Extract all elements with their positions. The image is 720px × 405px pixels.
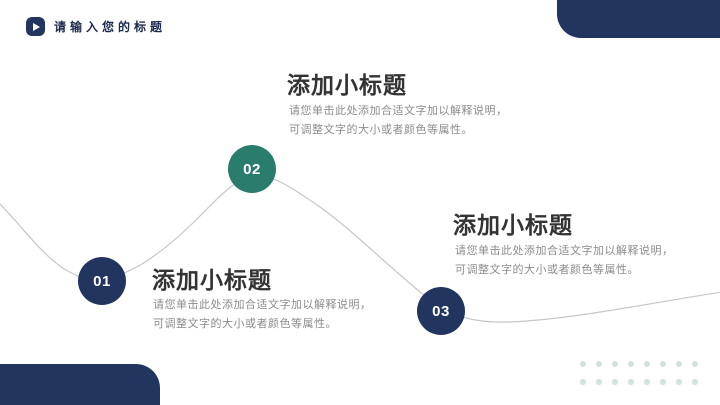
dot <box>612 379 618 385</box>
step-2-desc-line2: 可调整文字的大小或者颜色等属性。 <box>289 124 473 136</box>
dot <box>644 379 650 385</box>
step-3-desc-line1: 请您单击此处添加合适文字加以解释说明， <box>455 245 674 257</box>
dot <box>628 379 634 385</box>
step-1-description[interactable]: 请您单击此处添加合适文字加以解释说明， 可调整文字的大小或者颜色等属性。 <box>153 296 372 334</box>
dot <box>660 379 666 385</box>
dot <box>596 361 602 367</box>
dot <box>628 361 634 367</box>
dot <box>660 361 666 367</box>
dot <box>676 361 682 367</box>
step-1-number-badge[interactable]: 01 <box>78 257 126 305</box>
step-1-title[interactable]: 添加小标题 <box>152 267 272 293</box>
corner-shape-bottom-left <box>0 364 160 405</box>
step-1-desc-line1: 请您单击此处添加合适文字加以解释说明， <box>153 299 372 311</box>
step-1-desc-line2: 可调整文字的大小或者颜色等属性。 <box>153 318 337 330</box>
dot <box>612 361 618 367</box>
slide-title[interactable]: 请输入您的标题 <box>54 20 167 34</box>
step-3-number-badge[interactable]: 03 <box>417 287 465 335</box>
step-2-title[interactable]: 添加小标题 <box>287 72 407 98</box>
step-2-description[interactable]: 请您单击此处添加合适文字加以解释说明， 可调整文字的大小或者颜色等属性。 <box>289 102 508 140</box>
step-2-number-badge[interactable]: 02 <box>228 145 276 193</box>
dot <box>596 379 602 385</box>
dot <box>692 361 698 367</box>
dot-grid <box>580 361 698 385</box>
step-3-desc-line2: 可调整文字的大小或者颜色等属性。 <box>455 264 639 276</box>
step-3-description[interactable]: 请您单击此处添加合适文字加以解释说明， 可调整文字的大小或者颜色等属性。 <box>455 242 674 280</box>
dot <box>580 361 586 367</box>
slide-header: 请输入您的标题 <box>26 17 166 36</box>
corner-shape-top-right <box>557 0 720 38</box>
dot <box>644 361 650 367</box>
play-triangle-icon <box>33 22 40 31</box>
step-2-desc-line1: 请您单击此处添加合适文字加以解释说明， <box>289 105 508 117</box>
play-icon <box>26 17 45 36</box>
dot <box>580 379 586 385</box>
step-3-title[interactable]: 添加小标题 <box>453 212 573 238</box>
dot <box>692 379 698 385</box>
dot <box>676 379 682 385</box>
